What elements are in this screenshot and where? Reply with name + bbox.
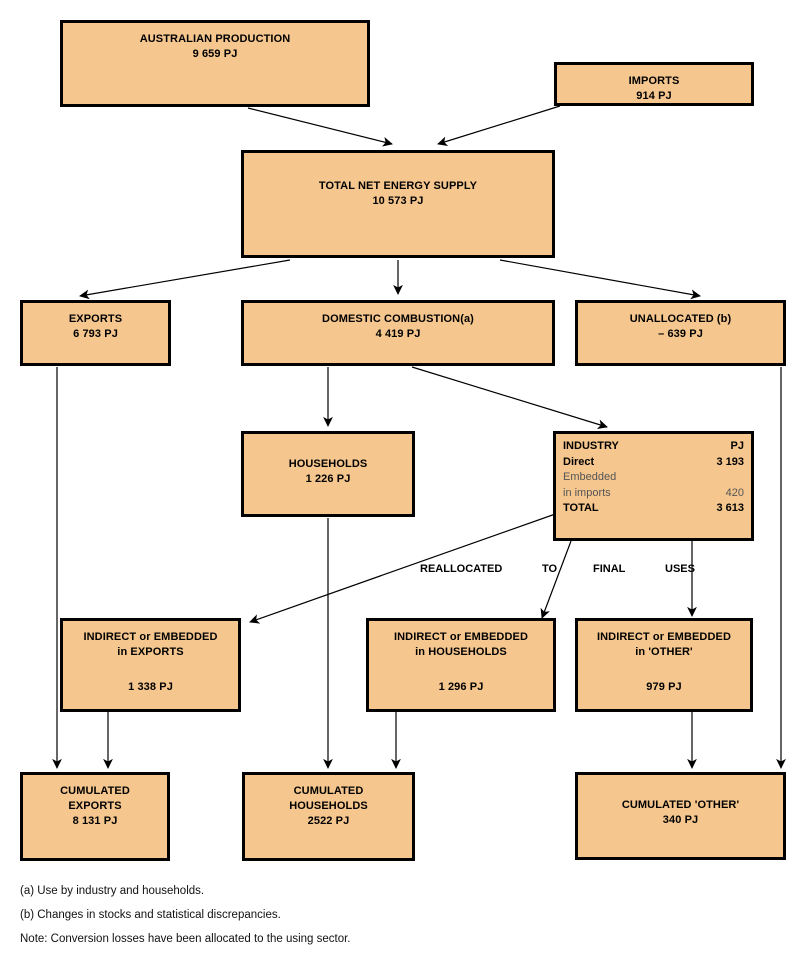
node-domestic-combustion[interactable]: DOMESTIC COMBUSTION(a) 4 419 PJ xyxy=(241,300,555,366)
node-exports-label: EXPORTS xyxy=(68,313,123,325)
footnote-a: (a) Use by industry and households. xyxy=(20,885,205,897)
node-cumulated-households-line1: CUMULATED xyxy=(293,785,364,797)
node-australian-production-value: 9 659 PJ xyxy=(192,48,238,60)
node-indirect-other[interactable]: INDIRECT or EMBEDDED in 'OTHER' 979 PJ xyxy=(575,618,753,712)
banner-word-final: FINAL xyxy=(593,563,626,575)
node-cumulated-exports-value: 8 131 PJ xyxy=(72,815,118,827)
node-indirect-other-line1: INDIRECT or EMBEDDED xyxy=(596,631,731,643)
industry-row-direct-value: 3 193 xyxy=(716,455,744,468)
node-cumulated-other-value: 340 PJ xyxy=(662,814,699,826)
node-indirect-exports-line2: in EXPORTS xyxy=(117,646,184,658)
node-total-net-energy-supply[interactable]: TOTAL NET ENERGY SUPPLY 10 573 PJ xyxy=(241,150,555,258)
node-exports-value: 6 793 PJ xyxy=(73,328,118,340)
node-cumulated-exports-line1: CUMULATED xyxy=(60,785,130,797)
node-households[interactable]: HOUSEHOLDS 1 226 PJ xyxy=(241,431,415,517)
node-domestic-combustion-label: DOMESTIC COMBUSTION(a) xyxy=(322,313,474,325)
node-cumulated-exports[interactable]: CUMULATED EXPORTS 8 131 PJ xyxy=(20,772,170,861)
node-domestic-combustion-value: 4 419 PJ xyxy=(375,328,421,340)
banner-word-to: TO xyxy=(542,563,558,575)
node-indirect-households-line1: INDIRECT or EMBEDDED xyxy=(393,631,528,643)
node-cumulated-households[interactable]: CUMULATED HOUSEHOLDS 2522 PJ xyxy=(242,772,415,861)
node-indirect-exports-value: 1 338 PJ xyxy=(128,681,173,693)
industry-row-direct-label: Direct xyxy=(563,455,595,468)
node-unallocated-value: – 639 PJ xyxy=(658,328,703,340)
banner-word-uses: USES xyxy=(665,563,695,575)
node-households-label: HOUSEHOLDS xyxy=(288,458,368,470)
industry-row-in-imports: in imports 420 xyxy=(563,486,744,502)
industry-unit: PJ xyxy=(730,440,744,452)
node-australian-production-label: AUSTRALIAN PRODUCTION xyxy=(139,33,291,45)
node-indirect-other-value: 979 PJ xyxy=(646,681,682,693)
node-cumulated-other-line1: CUMULATED 'OTHER' xyxy=(621,799,740,811)
industry-row-embedded: Embedded xyxy=(563,470,744,486)
industry-row-in-imports-label: in imports xyxy=(563,486,611,499)
footnote-note: Note: Conversion losses have been alloca… xyxy=(20,933,351,945)
industry-row-in-imports-value: 420 xyxy=(725,486,744,499)
node-imports-label: IMPORTS xyxy=(628,75,680,87)
node-indirect-other-line2: in 'OTHER' xyxy=(635,646,693,658)
industry-row-total-value: 3 613 xyxy=(716,502,744,514)
node-total-net-energy-supply-value: 10 573 PJ xyxy=(372,195,424,207)
node-industry-table[interactable]: INDUSTRY PJ Direct 3 193 Embedded in imp… xyxy=(553,431,754,541)
node-cumulated-households-value: 2522 PJ xyxy=(307,815,350,827)
node-indirect-households-line2: in HOUSEHOLDS xyxy=(415,646,507,658)
node-cumulated-households-line2: HOUSEHOLDS xyxy=(289,800,368,812)
industry-row-total-label: TOTAL xyxy=(563,502,599,514)
node-unallocated-label: UNALLOCATED (b) xyxy=(629,313,732,325)
industry-row-direct: Direct 3 193 xyxy=(563,455,744,471)
node-australian-production[interactable]: AUSTRALIAN PRODUCTION 9 659 PJ xyxy=(60,20,370,107)
industry-row-embedded-label: Embedded xyxy=(563,471,617,483)
industry-title: INDUSTRY xyxy=(563,440,619,452)
node-exports[interactable]: EXPORTS 6 793 PJ xyxy=(20,300,171,366)
node-imports[interactable]: IMPORTS 914 PJ xyxy=(554,62,754,106)
node-total-net-energy-supply-label: TOTAL NET ENERGY SUPPLY xyxy=(318,180,478,192)
node-cumulated-exports-line2: EXPORTS xyxy=(68,800,122,812)
industry-header-row: INDUSTRY PJ xyxy=(563,439,744,455)
footnote-b: (b) Changes in stocks and statistical di… xyxy=(20,909,281,921)
node-indirect-exports[interactable]: INDIRECT or EMBEDDED in EXPORTS 1 338 PJ xyxy=(60,618,241,712)
node-unallocated[interactable]: UNALLOCATED (b) – 639 PJ xyxy=(575,300,786,366)
banner-word-reallocated: REALLOCATED xyxy=(420,563,503,575)
node-imports-value: 914 PJ xyxy=(636,90,672,102)
node-indirect-households-value: 1 296 PJ xyxy=(438,681,484,693)
industry-row-total: TOTAL 3 613 xyxy=(563,501,744,517)
node-indirect-households[interactable]: INDIRECT or EMBEDDED in HOUSEHOLDS 1 296… xyxy=(366,618,556,712)
node-indirect-exports-line1: INDIRECT or EMBEDDED xyxy=(83,631,218,643)
node-cumulated-other[interactable]: CUMULATED 'OTHER' 340 PJ xyxy=(575,772,786,860)
node-households-value: 1 226 PJ xyxy=(305,473,351,485)
